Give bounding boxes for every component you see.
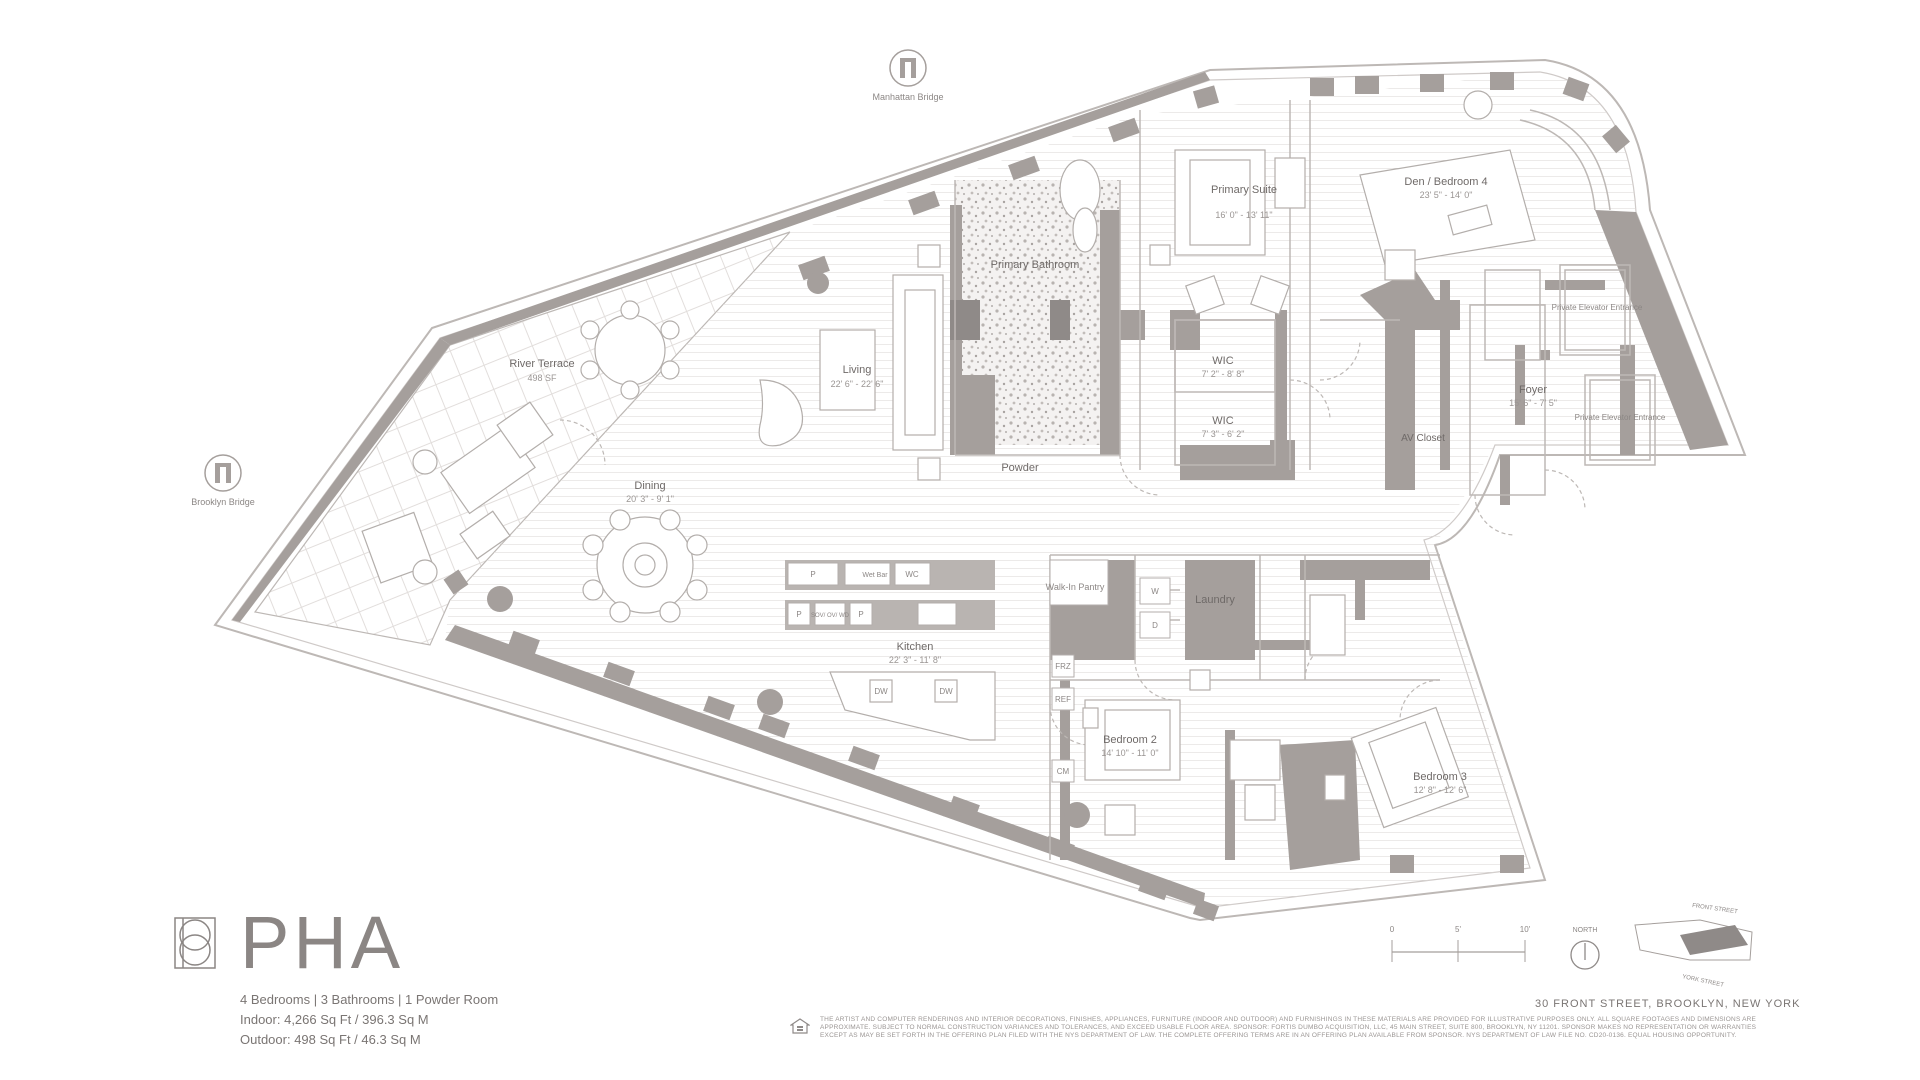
room-labels: River Terrace 498 SF Living 22' 6" - 22'…	[509, 176, 1666, 795]
landmark-label: Brooklyn Bridge	[191, 497, 255, 507]
room-name: Primary Suite	[1211, 184, 1277, 196]
scale-label: 0	[1390, 925, 1395, 934]
north-label: NORTH	[1573, 927, 1598, 934]
brand-name: PHA	[240, 901, 405, 984]
room-name: WIC	[1212, 355, 1233, 367]
room-dim: 20' 3" - 9' 1"	[626, 494, 674, 504]
appliance-label: P	[810, 570, 815, 579]
room-name: Living	[843, 364, 872, 376]
summary-outdoor: Outdoor: 498 Sq Ft / 46.3 Sq M	[240, 1032, 421, 1047]
room-name: Private Elevator Entrance	[1552, 303, 1643, 312]
landmark-label: Manhattan Bridge	[872, 92, 943, 102]
street-label: YORK STREET	[1682, 974, 1725, 989]
room-dim: 16' 0" - 13' 11"	[1215, 210, 1272, 220]
room-name: Bedroom 2	[1103, 734, 1157, 746]
appliance-label: P	[796, 610, 801, 619]
appliance-label: REF	[1055, 695, 1071, 704]
room-name: Walk-In Pantry	[1046, 582, 1105, 592]
scale-label: 5'	[1455, 925, 1461, 934]
room-name: Bedroom 3	[1413, 771, 1467, 783]
street-label: FRONT STREET	[1692, 903, 1739, 915]
facade-columns	[443, 72, 1630, 922]
scale-bar: 0 5' 10'	[1390, 925, 1531, 962]
round-columns	[487, 272, 1090, 828]
legal-disclaimer: THE ARTIST AND COMPUTER RENDERINGS AND I…	[820, 1016, 1757, 1039]
room-dim: 498 SF	[527, 373, 557, 383]
room-dim: 14' 10" - 11' 0"	[1101, 748, 1158, 758]
appliance-label: DW	[939, 687, 953, 696]
appliance-label: WC	[905, 570, 919, 579]
room-name: Dining	[634, 480, 665, 492]
appliance-label: D	[1152, 621, 1158, 630]
room-name: Primary Bathroom	[991, 259, 1080, 271]
furniture	[361, 90, 1536, 836]
room-name: Kitchen	[897, 641, 934, 653]
appliance-label: W	[1151, 587, 1159, 596]
room-dim: 22' 6" - 22' 6"	[831, 379, 884, 389]
room-name: WIC	[1212, 415, 1233, 427]
room-name: Powder	[1001, 462, 1039, 474]
brooklyn-bridge-marker	[204, 454, 242, 492]
room-name: Den / Bedroom 4	[1404, 176, 1487, 188]
room-dim: 22' 3" - 11' 8"	[889, 655, 941, 665]
summary-rooms: 4 Bedrooms | 3 Bathrooms | 1 Powder Room	[240, 992, 499, 1007]
address: 30 FRONT STREET, BROOKLYN, NEW YORK	[1535, 998, 1801, 1010]
doors	[559, 339, 1586, 746]
appliance-label: DW	[874, 687, 888, 696]
room-dim: 7' 3" - 6' 2"	[1202, 429, 1245, 439]
room-name: Laundry	[1195, 594, 1235, 606]
scale-label: 10'	[1520, 925, 1531, 934]
appliance-label: Wet Bar	[862, 572, 888, 579]
appliance-labels: P Wet Bar WC P SOV/ OV/ WD P DW DW FRZ R…	[796, 570, 1159, 776]
brand-monogram	[174, 917, 216, 969]
room-dim: 12' 8" - 12' 6"	[1414, 785, 1467, 795]
summary-indoor: Indoor: 4,266 Sq Ft / 396.3 Sq M	[240, 1012, 429, 1027]
room-name: Foyer	[1519, 384, 1547, 396]
north-arrow: NORTH	[1570, 927, 1600, 970]
room-name: Private Elevator Entrance	[1575, 413, 1666, 422]
appliance-label: SOV/ OV/ WD	[811, 613, 850, 619]
key-plan: FRONT STREET YORK STREET	[1634, 903, 1753, 989]
room-name: AV Closet	[1401, 433, 1445, 444]
room-dim: 23' 5" - 14' 0"	[1420, 190, 1473, 200]
kitchen-appliance-boxes	[787, 559, 1171, 783]
appliance-label: FRZ	[1055, 662, 1071, 671]
appliance-label: CM	[1057, 767, 1070, 776]
walls	[232, 72, 1728, 908]
room-name: River Terrace	[509, 358, 574, 370]
unit-summary: 4 Bedrooms | 3 Bathrooms | 1 Powder Room…	[240, 990, 498, 1050]
equal-housing-icon	[790, 1018, 810, 1034]
room-dim: 15' 6" - 7' 5"	[1509, 398, 1557, 408]
room-dim: 7' 2" - 8' 8"	[1202, 369, 1245, 379]
manhattan-bridge-marker	[889, 49, 927, 87]
appliance-label: P	[858, 610, 863, 619]
